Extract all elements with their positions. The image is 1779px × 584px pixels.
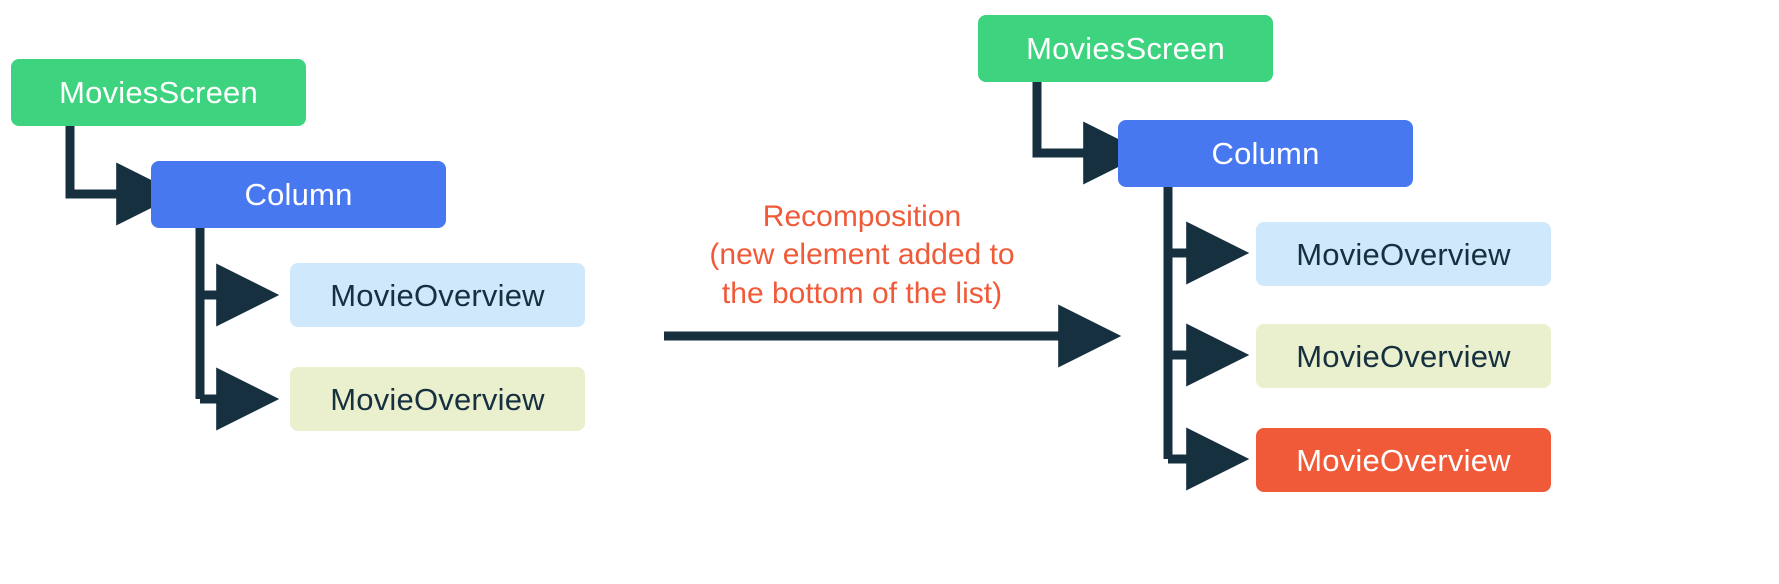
right-node-movies-screen-label: MoviesScreen <box>1026 31 1225 66</box>
recomposition-caption-line-2: (new element added to <box>709 238 1015 272</box>
right-node-movie-overview-2-label: MovieOverview <box>1296 338 1511 374</box>
left-node-movie-overview-1-label: MovieOverview <box>330 277 545 313</box>
right-node-movie-overview-1[interactable]: MovieOverview <box>1256 222 1551 286</box>
edge-left-moviesscreen-to-column <box>65 126 180 226</box>
left-node-movie-overview-2[interactable]: MovieOverview <box>290 367 585 431</box>
left-node-movie-overview-1[interactable]: MovieOverview <box>290 263 585 327</box>
recomposition-caption: Recomposition (new element added to the … <box>655 198 1069 313</box>
right-node-movie-overview-2[interactable]: MovieOverview <box>1256 324 1551 388</box>
right-node-column[interactable]: Column <box>1118 120 1413 187</box>
left-node-movie-overview-2-label: MovieOverview <box>330 381 545 417</box>
right-node-column-label: Column <box>1211 136 1320 171</box>
left-node-movies-screen-label: MoviesScreen <box>59 75 258 110</box>
recomposition-caption-line-3: the bottom of the list) <box>721 276 1003 310</box>
left-node-movies-screen[interactable]: MoviesScreen <box>11 59 306 126</box>
recomposition-caption-line-1: Recomposition <box>762 200 962 233</box>
right-node-movie-overview-3-new-label: MovieOverview <box>1296 442 1511 478</box>
left-node-column-label: Column <box>244 177 353 212</box>
left-node-column[interactable]: Column <box>151 161 446 228</box>
right-node-movie-overview-1-label: MovieOverview <box>1296 236 1511 272</box>
edge-right-moviesscreen-to-column <box>1032 82 1147 185</box>
right-node-movies-screen[interactable]: MoviesScreen <box>978 15 1273 82</box>
right-node-movie-overview-3-new[interactable]: MovieOverview <box>1256 428 1551 492</box>
